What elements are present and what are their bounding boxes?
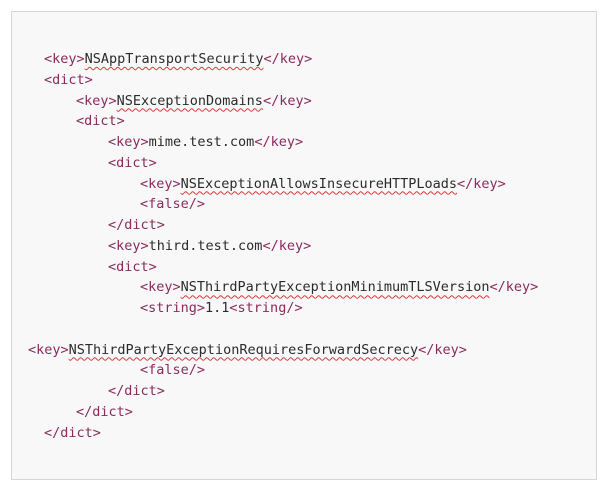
code-close-tag: </key> [254,134,304,150]
code-close-tag: </key> [489,279,539,296]
code-close-tag: <string/> [229,300,303,316]
code-line: </dict> [44,423,101,444]
code-text: mime.test.com [148,134,255,150]
code-close-tag: </key> [263,51,313,67]
code-line: <key>NSExceptionDomains</key> [76,91,312,112]
code-open-tag: </dict> [44,424,101,441]
code-line: <key>third.test.com</key> [108,236,311,257]
code-text: NSExceptionDomains [116,92,263,109]
code-open-tag: <key> [140,279,181,296]
code-open-tag: </dict> [108,383,165,399]
code-open-tag: <key> [108,237,149,254]
code-line: </dict> [108,215,165,236]
code-open-tag: <dict> [108,154,157,171]
code-text: NSThirdPartyExceptionRequiresForwardSecr… [68,341,419,358]
code-text: NSAppTransportSecurity [84,51,264,67]
code-line: <key>NSAppTransportSecurity</key> [44,49,312,70]
code-close-tag: </key> [262,92,312,109]
code-open-tag: <dict> [76,113,125,130]
code-block: <key>NSAppTransportSecurity</key><dict><… [11,11,597,480]
code-line: <dict> [108,153,157,174]
code-line: <string>1.1<string/> [140,298,303,319]
code-line: <dict> [44,70,93,91]
code-line: </dict> [108,381,165,402]
code-open-tag: <key> [44,51,85,67]
code-text: third.test.com [148,237,263,254]
code-line: </dict> [76,402,133,423]
code-open-tag: <false/> [140,362,206,379]
code-line: <dict> [76,111,125,132]
code-text: NSThirdPartyExceptionMinimumTLSVersion [180,279,490,296]
code-open-tag: <false/> [140,196,206,213]
code-text: NSExceptionAllowsInsecureHTTPLoads [180,175,457,192]
code-open-tag: <string> [140,300,206,316]
code-open-tag: <key> [108,134,149,150]
code-line: <key>mime.test.com</key> [108,132,303,153]
code-open-tag: <key> [140,175,181,192]
code-close-tag: </key> [456,175,506,192]
code-open-tag: <key> [76,92,117,109]
code-line: <key>NSThirdPartyExceptionMinimumTLSVers… [140,277,538,298]
code-text: 1.1 [205,300,230,316]
code-close-tag: </key> [418,341,467,358]
code-line: <false/> [140,360,205,381]
code-open-tag: <dict> [44,71,93,88]
code-open-tag: </dict> [108,217,165,233]
code-line: <key>NSExceptionAllowsInsecureHTTPLoads<… [140,174,506,195]
code-open-tag: <key> [28,341,69,358]
code-line: <false/> [140,194,205,215]
code-open-tag: </dict> [76,403,133,420]
code-open-tag: <dict> [108,258,157,275]
code-line: <key>NSThirdPartyExceptionRequiresForwar… [28,340,467,361]
code-line: <dict> [108,257,157,278]
code-close-tag: </key> [262,237,312,254]
